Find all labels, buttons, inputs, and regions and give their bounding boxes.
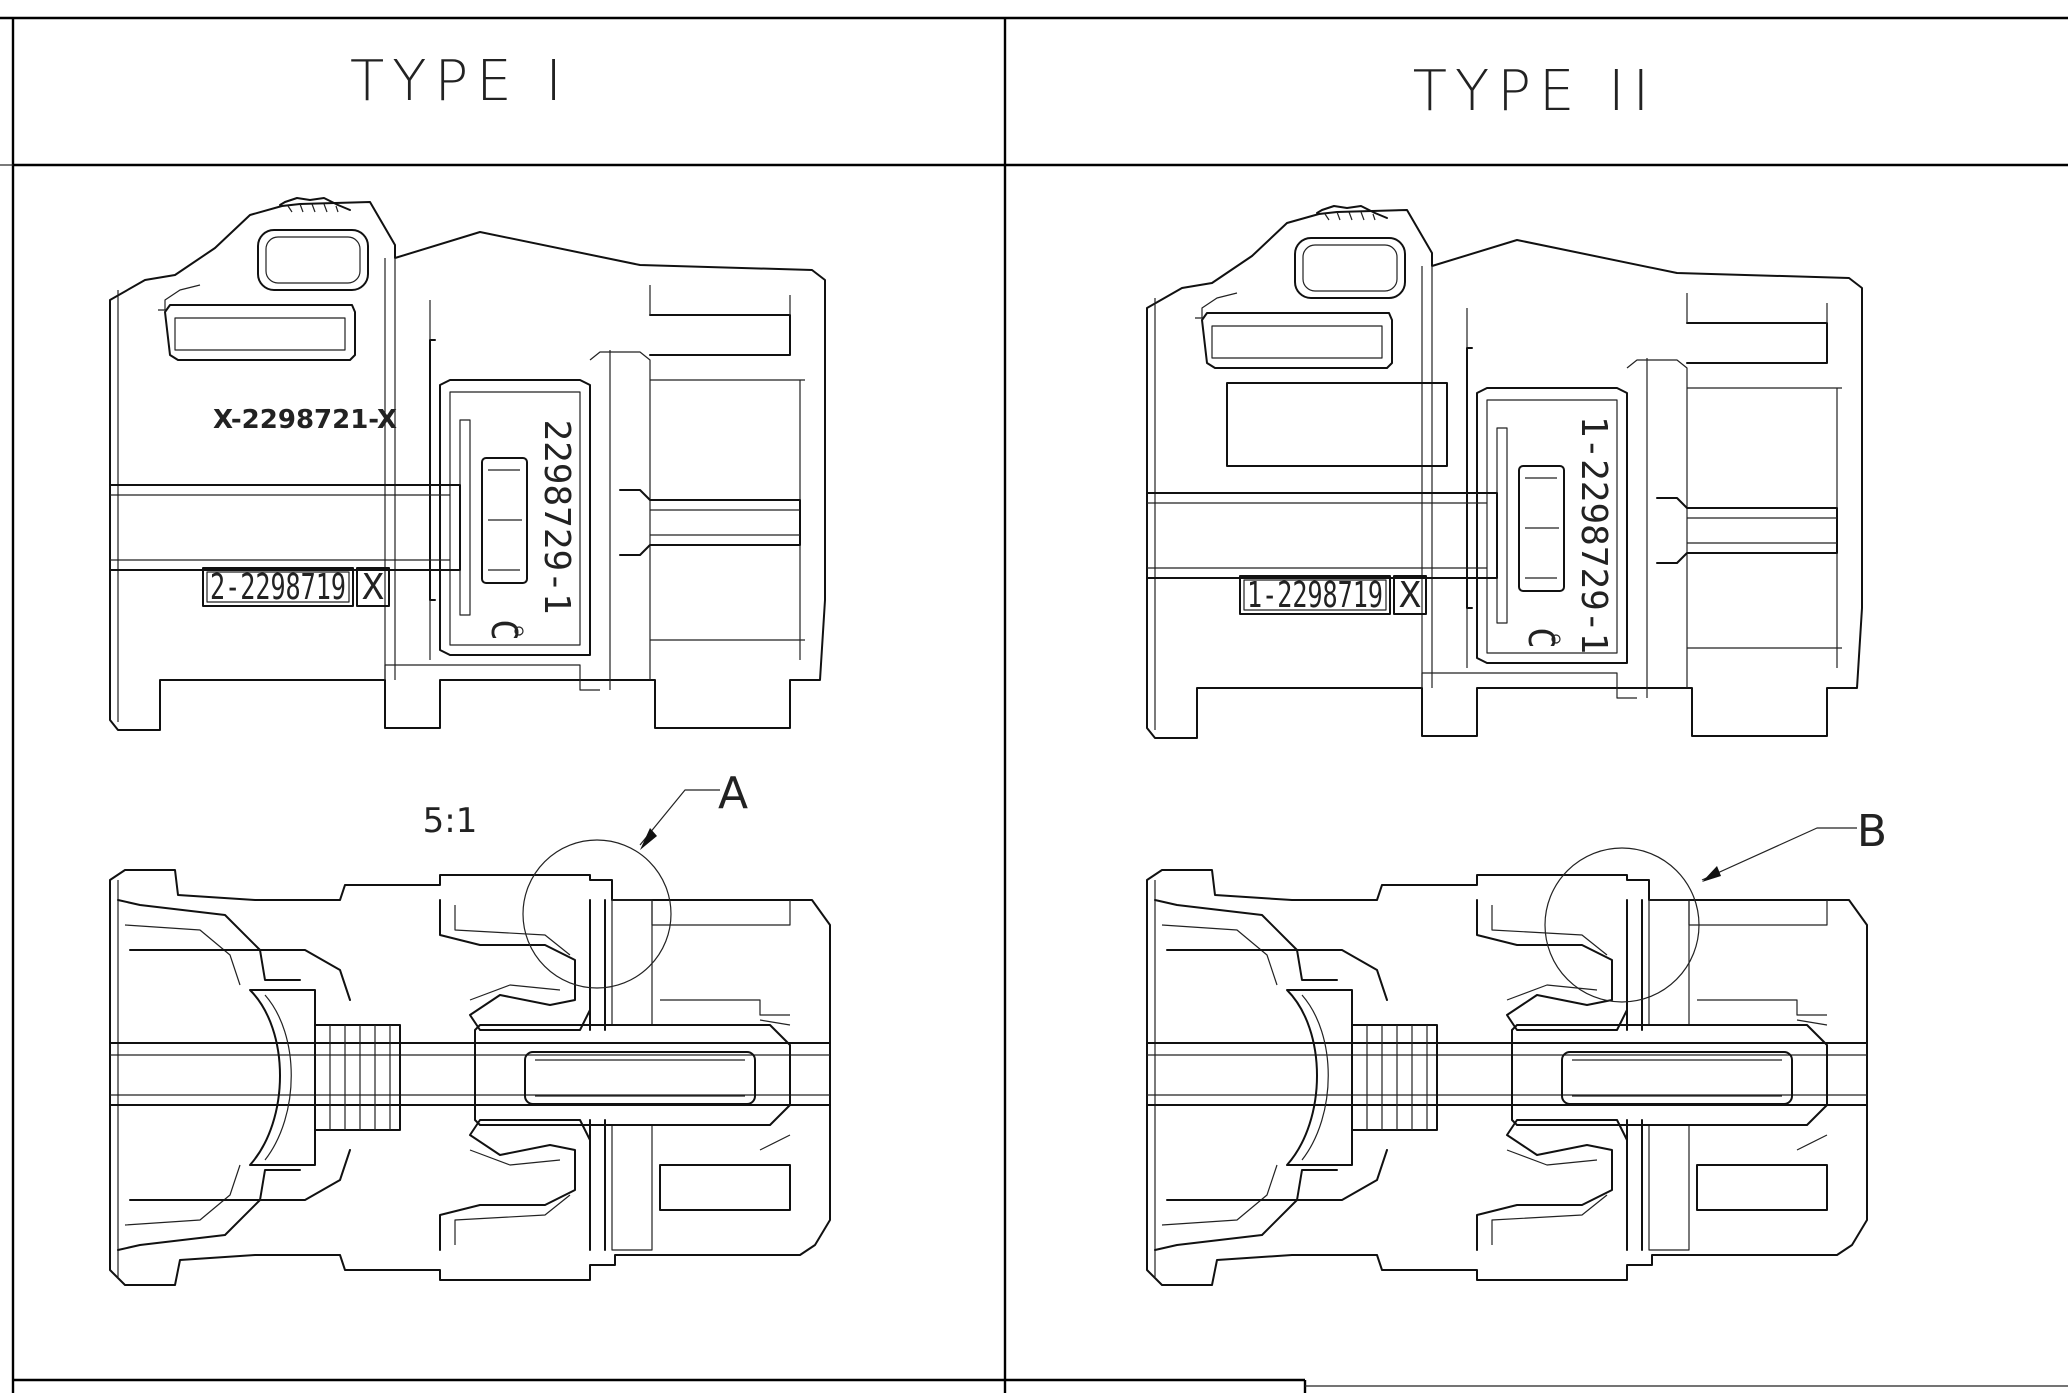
drawing-frame	[0, 16, 2068, 1393]
type-i-detail-callout: A	[718, 768, 748, 819]
type-i-part-number-box: 2-2298719	[210, 567, 346, 608]
type-i-mark: C	[483, 619, 524, 641]
type-i-part-number-top: X-2298721-X	[213, 405, 397, 435]
type-ii-mark: C	[1520, 627, 1561, 649]
type-ii-part-number-vertical: 1-2298729-1	[1573, 416, 1614, 654]
type-ii-box-suffix: X	[1399, 575, 1421, 616]
type-ii-section-view: B	[1146, 806, 1887, 1286]
type-i-part-number-vertical: 2298729-1	[536, 419, 577, 614]
type-ii-detail-callout: B	[1857, 806, 1887, 857]
type-i-section-view: A	[109, 768, 831, 1286]
type-i-scale: 5:1	[423, 801, 478, 841]
header-type-ii: TYPE II	[1413, 59, 1657, 124]
type-ii-part-number-box: 1-2298719	[1247, 575, 1383, 616]
header-type-i: TYPE I	[350, 49, 570, 114]
type-i-top-view: X-2298721-X 2298729-1 2-2298719 X C	[109, 197, 826, 731]
type-i-box-suffix: X	[362, 567, 384, 608]
type-ii-top-view: 1-2298729-1 1-2298719 X C	[1146, 205, 1863, 739]
